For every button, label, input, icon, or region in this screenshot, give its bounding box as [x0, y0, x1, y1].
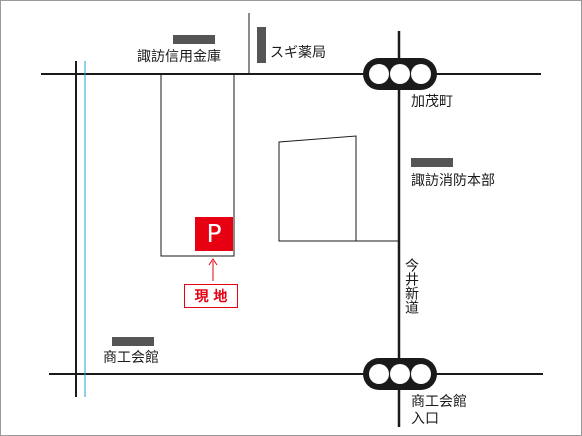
building-outline: [278, 135, 357, 242]
parking-icon: P: [195, 217, 233, 251]
traffic-light-icon: [363, 358, 437, 390]
label-shoko-entrance-1: 商工会館: [411, 394, 467, 410]
lamp: [369, 364, 389, 384]
label-shoko-entrance-2: 入口: [411, 411, 439, 427]
landmark-bar-suwa-shinyo: [173, 35, 215, 44]
lamp: [411, 64, 431, 84]
landmark-bar-sugi: [257, 27, 266, 63]
label-suwa-shinyo-kinko: 諏訪信用金庫: [137, 49, 221, 65]
lamp: [390, 364, 410, 384]
label-imai-shindo: 今井新道: [403, 258, 419, 314]
traffic-light-icon: [363, 58, 437, 90]
lamp: [369, 64, 389, 84]
landmark-bar-fire-hq: [411, 158, 453, 167]
lamp: [390, 64, 410, 84]
lamp: [411, 364, 431, 384]
label-suwa-fire-hq: 諏訪消防本部: [411, 173, 495, 189]
label-shoko-kaikan: 商工会館: [103, 350, 159, 366]
label-kamo-cho: 加茂町: [411, 94, 453, 110]
site-marker: 現 地: [184, 284, 238, 308]
label-sugi-yakkyoku: スギ薬局: [270, 45, 326, 61]
landmark-bar-shoko: [112, 337, 154, 346]
site-block-outline: [160, 74, 235, 257]
arrow-head: [208, 258, 218, 266]
